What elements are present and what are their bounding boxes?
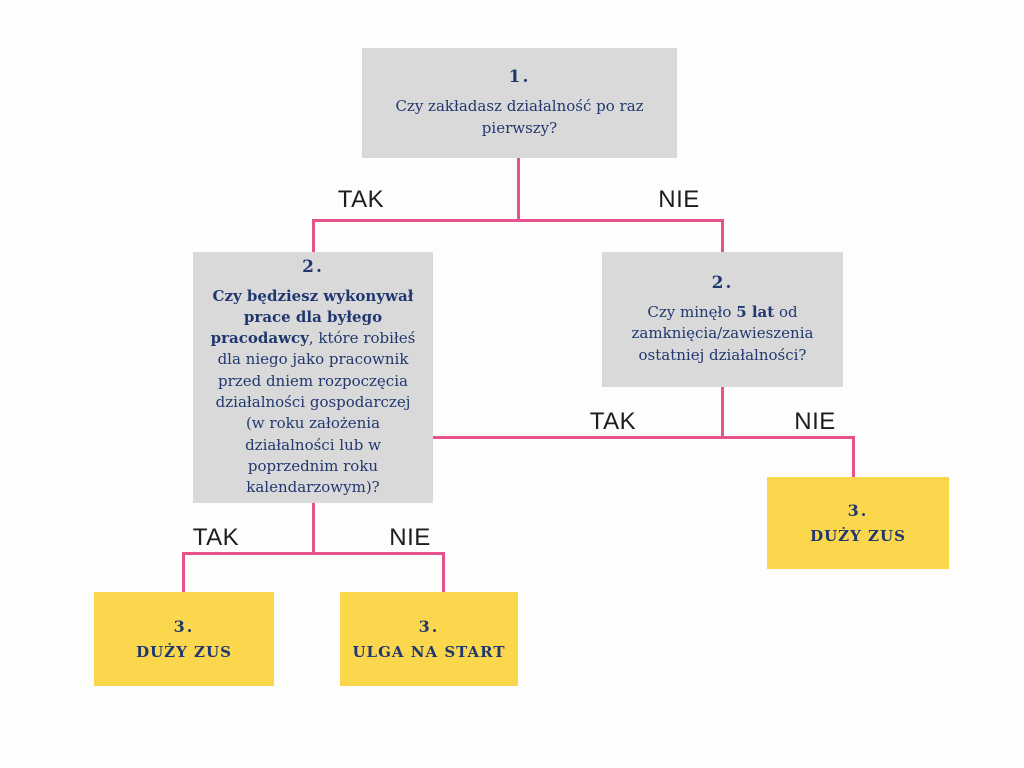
connector-q2left-down	[312, 501, 315, 554]
edge-label-q1-no: NIE	[658, 186, 700, 213]
question-text-before: Czy minęło	[647, 303, 737, 322]
question-number: 2.	[302, 256, 324, 277]
edge-label-q2left-yes: TAK	[192, 524, 240, 551]
question-number: 1.	[508, 67, 531, 88]
question-number: 2.	[711, 273, 734, 294]
edge-label-q2right-yes: TAK	[589, 408, 637, 435]
question-text: Czy minęło 5 lat od zamknięcia/zawieszen…	[614, 302, 831, 366]
question-box-2-right: 2. Czy minęło 5 lat od zamknięcia/zawies…	[602, 252, 843, 387]
result-label: ULGA NA START	[352, 643, 506, 661]
result-box-ulga-na-start: 3. ULGA NA START	[340, 592, 518, 686]
question-text-bold: Czy będziesz wykonywał prace dla byłego …	[210, 286, 414, 348]
edge-label-q2right-no: NIE	[794, 408, 836, 435]
result-box-duzy-zus-left: 3. DUŻY ZUS	[94, 592, 274, 686]
question-text-rest: od zamknięcia/zawieszenia ostatniej dzia…	[631, 303, 814, 364]
result-number: 3.	[173, 617, 195, 636]
connector-q2right-down	[721, 385, 724, 438]
connector-q1-down	[517, 158, 520, 222]
connector-q2right-split	[433, 436, 855, 439]
result-label: DUŻY ZUS	[810, 527, 906, 545]
connector-q2right-no-drop	[852, 436, 855, 479]
question-text-bold: 5 lat	[736, 303, 775, 322]
question-text: Czy zakładasz działalność po raz pierwsz…	[395, 97, 644, 137]
result-number: 3.	[418, 617, 440, 636]
connector-q2left-split	[182, 552, 445, 555]
connector-q1-yes-drop	[312, 219, 315, 254]
question-box-2-left: 2. Czy będziesz wykonywał prace dla byłe…	[193, 252, 433, 503]
question-text-rest: , które robiłeś dla niego jako pracownik…	[215, 329, 416, 497]
question-text: Czy będziesz wykonywał prace dla byłego …	[205, 286, 421, 499]
connector-q2left-yes-drop	[182, 552, 185, 594]
connector-q1-split	[312, 219, 724, 222]
connector-q2left-no-drop	[442, 552, 445, 594]
result-number: 3.	[847, 501, 869, 520]
edge-label-q2left-no: NIE	[389, 524, 431, 551]
edge-label-q1-yes: TAK	[337, 186, 385, 213]
result-box-duzy-zus-right: 3. DUŻY ZUS	[767, 477, 949, 569]
connector-q1-no-drop	[721, 219, 724, 254]
question-box-1: 1. Czy zakładasz działalność po raz pier…	[362, 48, 677, 158]
result-label: DUŻY ZUS	[136, 643, 232, 661]
